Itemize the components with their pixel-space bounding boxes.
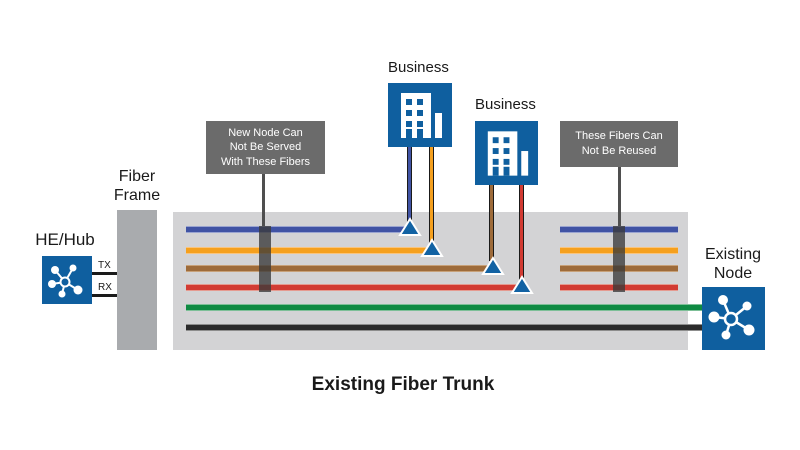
existing-node-box [702, 287, 765, 350]
business-mid-label: Business [475, 96, 536, 113]
tap-triangle-icon [481, 256, 505, 276]
splice-marker [613, 226, 625, 292]
fiber-red-left-segment [186, 284, 522, 291]
fiber-blue-left-segment [186, 226, 410, 233]
tap-triangle-icon [510, 275, 534, 295]
callout-new-node: New Node Can Not Be Served With These Fi… [206, 121, 325, 174]
business-top-label: Business [388, 59, 449, 76]
fiber-brown-left-segment [186, 265, 493, 272]
fiber-frame-label: Fiber Frame [113, 168, 161, 204]
he-hub-box [42, 256, 92, 304]
rx-label: RX [98, 282, 112, 293]
node-network-icon [702, 287, 765, 350]
rx-line [92, 294, 117, 297]
fiber-green-line [186, 304, 702, 311]
tx-line [92, 272, 117, 275]
tx-label: TX [98, 260, 111, 271]
diagram-title: Existing Fiber Trunk [311, 374, 495, 395]
fiber-orange-left-segment [186, 247, 432, 254]
existing-node-label: Existing Node [704, 246, 762, 282]
building-icon [475, 121, 538, 185]
splice-marker [259, 226, 271, 292]
fiber-brown-drop [489, 185, 494, 261]
hub-network-icon [42, 256, 92, 304]
leader-line [618, 167, 621, 226]
callout-fibers-reuse: These Fibers Can Not Be Reused [560, 121, 678, 167]
tap-triangle-icon [420, 238, 444, 258]
fiber-black-line [186, 324, 702, 331]
leader-line [262, 174, 265, 226]
tap-triangle-icon [398, 217, 422, 237]
fiber-blue-drop [407, 147, 412, 223]
building-icon [388, 83, 452, 147]
he-hub-label: HE/Hub [35, 230, 95, 249]
fiber-orange-drop [429, 147, 434, 243]
fiber-frame-rect [117, 210, 157, 350]
business-mid-building [475, 121, 538, 185]
fiber-red-drop [519, 185, 524, 280]
business-top-building [388, 83, 452, 147]
